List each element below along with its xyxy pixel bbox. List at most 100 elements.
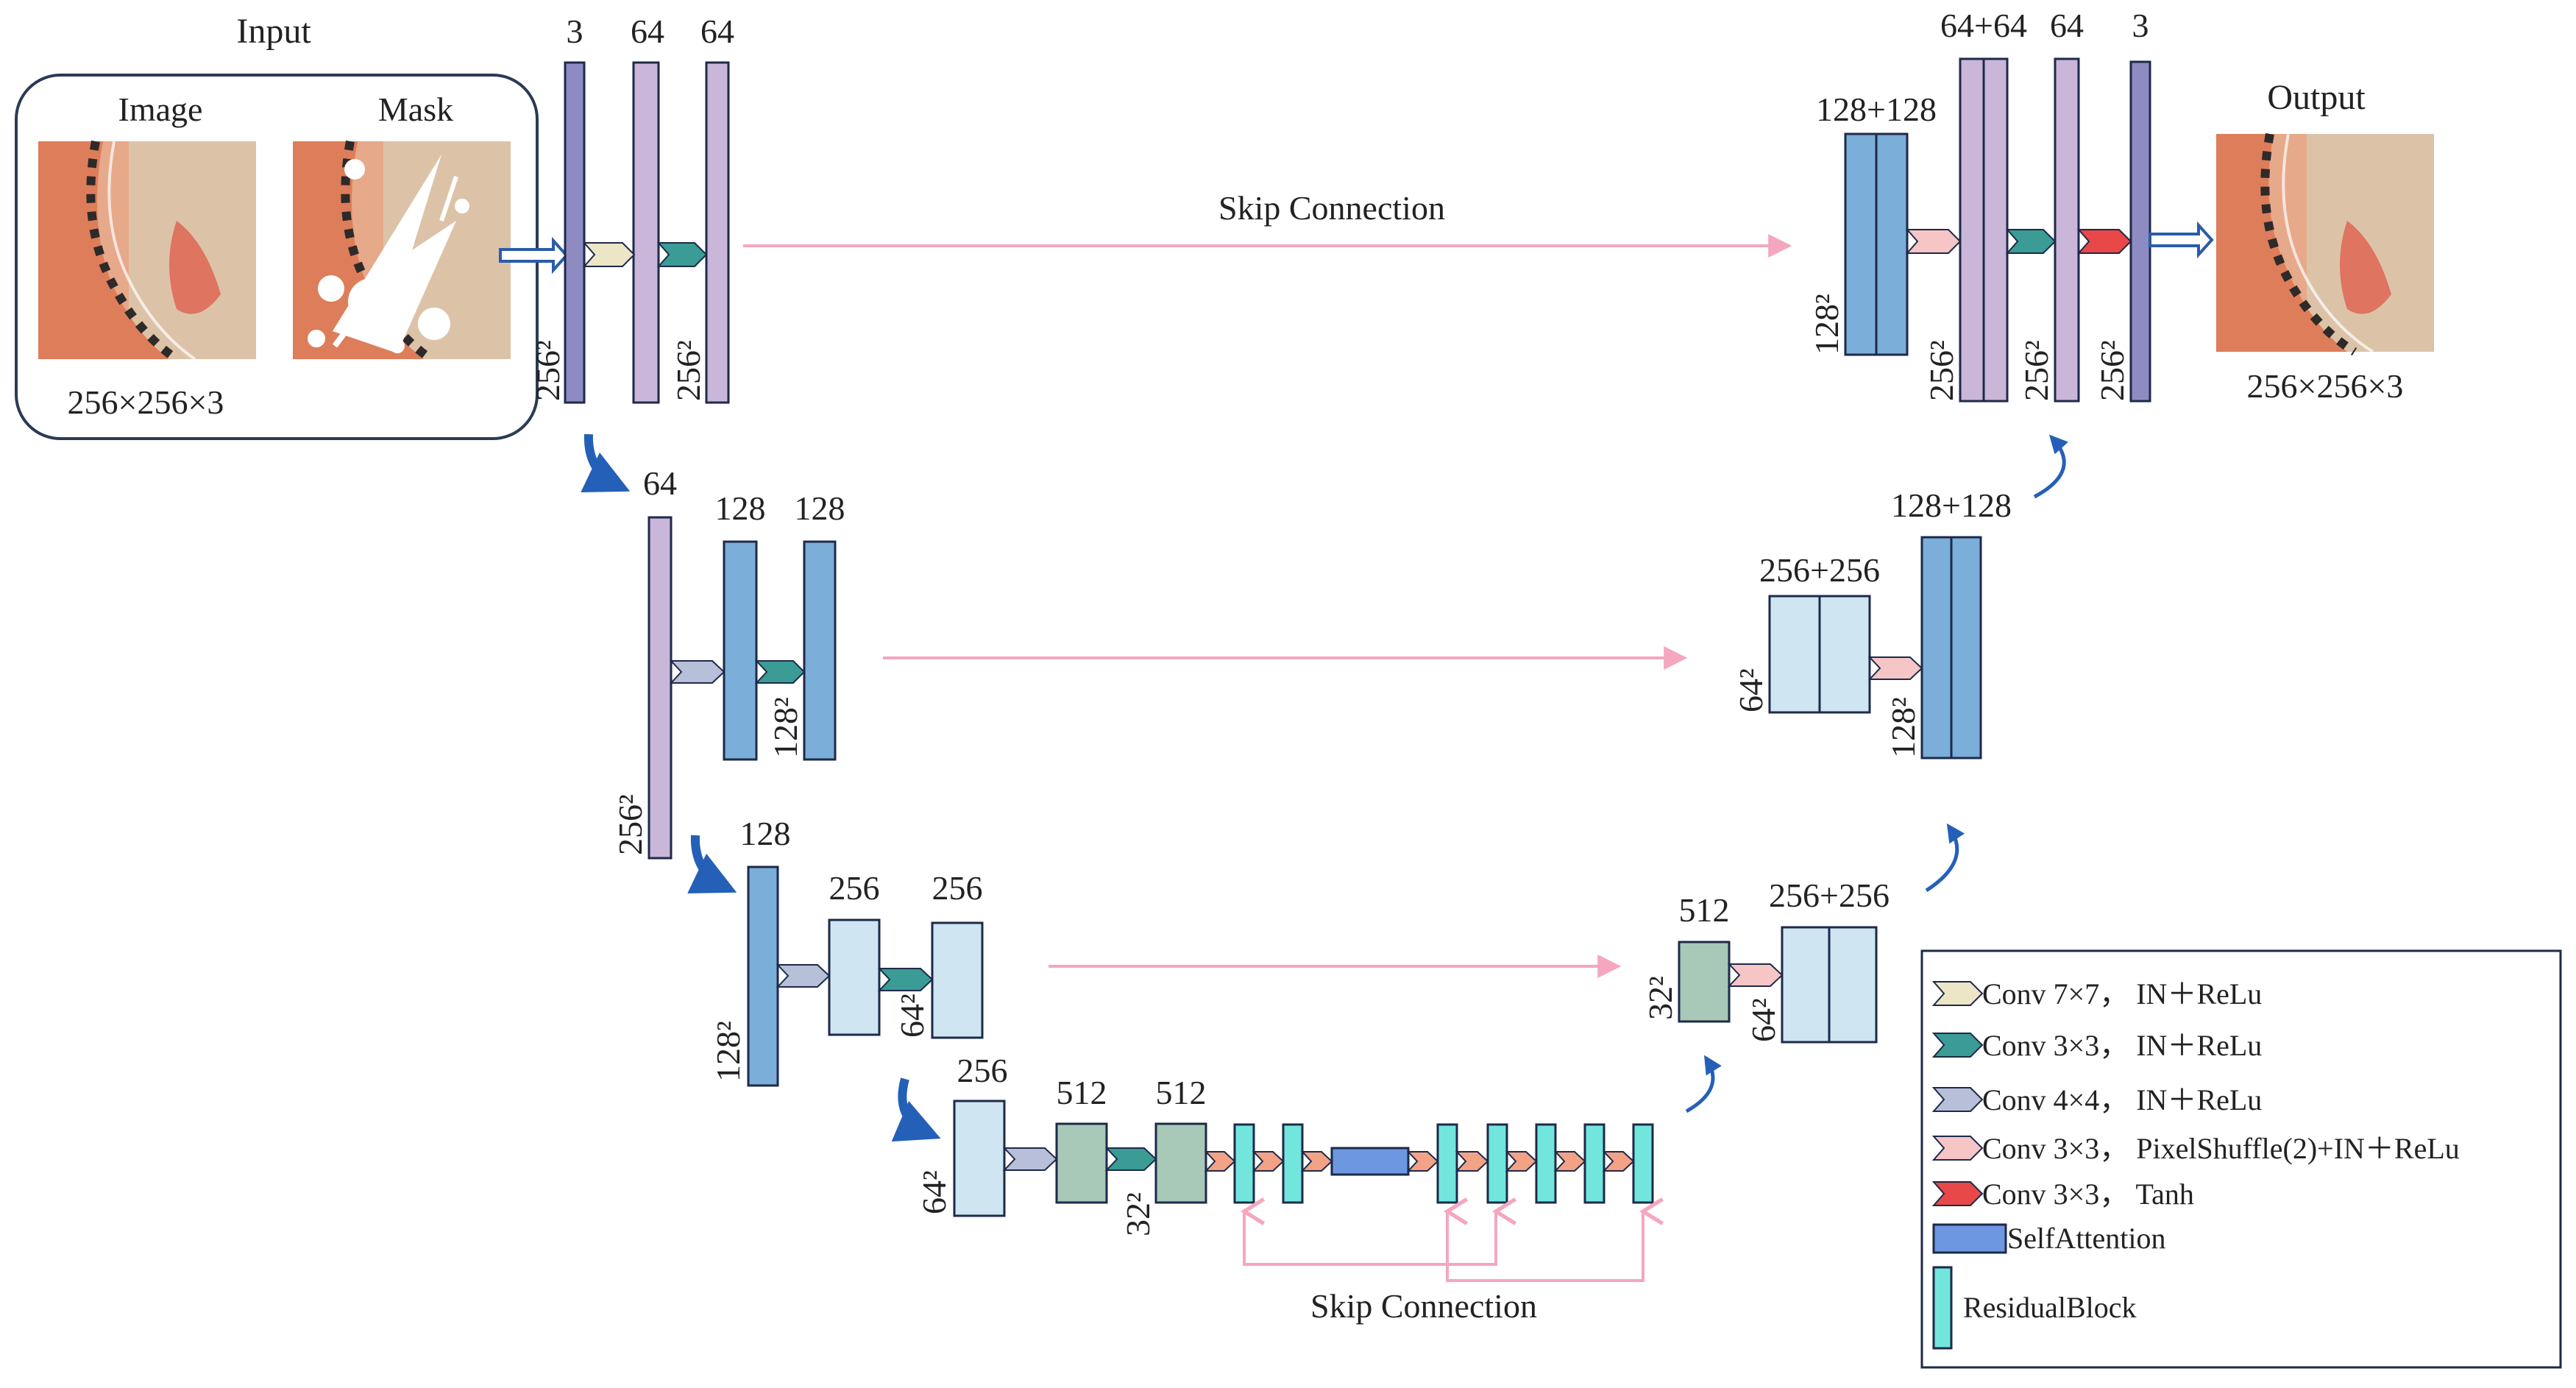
feature-map-64ch-d xyxy=(1959,57,1985,403)
feature-map-64ch-c xyxy=(647,516,673,860)
legend-label-conv4x4: Conv 4×4， IN＋ReLu xyxy=(1982,1083,2262,1116)
dec2-size-a: 64² xyxy=(1732,668,1770,712)
enc3-channel-256a: 256 xyxy=(829,869,880,907)
enc2-channel-128a: 128 xyxy=(715,489,766,527)
enc2-size-b: 128² xyxy=(767,697,804,758)
dec1-size-b: 256² xyxy=(1923,340,1960,401)
feature-map-512ch-b xyxy=(1154,1122,1207,1204)
salmon-chevron xyxy=(1252,1151,1285,1172)
salmon-chevron xyxy=(1553,1151,1586,1172)
enc2-channel-64: 64 xyxy=(643,464,677,502)
residual-block-2 xyxy=(1282,1123,1304,1204)
self-attention-block xyxy=(1330,1147,1410,1176)
downsample-arrow-3 xyxy=(891,1077,941,1142)
dec1-size-d: 256² xyxy=(2093,340,2131,401)
gray-chevron-icon xyxy=(1931,1087,1984,1112)
input-panel: Input Image Mask xyxy=(15,12,539,440)
encoder-level-3: 128 256 256 128² 64² xyxy=(709,815,984,1087)
legend-label-selfattention: SelfAttention xyxy=(2007,1222,2166,1255)
encoder-level-2: 64 128 128 256² 128² xyxy=(611,464,845,860)
dec2-channel-256x2: 256+256 xyxy=(1759,551,1880,589)
enc2-channel-128b: 128 xyxy=(795,489,845,527)
feature-map-64ch-f xyxy=(2054,57,2080,403)
mask-label: Mask xyxy=(378,91,453,128)
enc1-size-a: 256² xyxy=(529,340,567,401)
residual-block-3 xyxy=(1436,1123,1458,1204)
output-title: Output xyxy=(2267,78,2366,117)
feature-map-3ch-out xyxy=(2129,60,2151,403)
feature-map-64ch-a xyxy=(632,61,660,404)
feature-map-64ch-e xyxy=(1982,57,2009,403)
dec1-size-a: 128² xyxy=(1808,294,1845,355)
residual-block-5 xyxy=(1535,1123,1557,1204)
dec1-channel-64: 64 xyxy=(2050,7,2084,44)
network-to-output-arrow xyxy=(2149,221,2214,259)
enc3-size-a: 128² xyxy=(709,1021,747,1082)
dec3-channel-256x2: 256+256 xyxy=(1769,877,1890,914)
input-image-thumbnail xyxy=(38,140,256,363)
salmon-chevron xyxy=(1602,1151,1635,1172)
encoder-level-1: 3 64 64 256² 256² xyxy=(529,13,734,404)
skip-connection-top: Skip Connection xyxy=(743,189,1792,258)
enc1-channel-3: 3 xyxy=(567,13,583,50)
conv3x3-arrow xyxy=(877,968,934,991)
bottleneck-channel-256: 256 xyxy=(957,1052,1008,1089)
feature-map-256ch-b xyxy=(931,921,984,1039)
bottleneck-channel-512a: 512 xyxy=(1057,1074,1107,1111)
enc3-channel-256b: 256 xyxy=(932,869,983,907)
feature-map-128ch-g xyxy=(1875,132,1909,356)
feature-map-256ch-g xyxy=(1818,595,1871,714)
feature-map-256ch-d xyxy=(1781,926,1831,1044)
bottleneck-size-a: 64² xyxy=(915,1170,953,1214)
dec1-channel-3: 3 xyxy=(2132,7,2149,44)
salmon-chevron xyxy=(1300,1151,1333,1172)
legend-frame xyxy=(1920,949,2562,1369)
legend-label-residualblock: ResidualBlock xyxy=(1963,1291,2137,1324)
legend-label-conv3x3-relu: Conv 3×3， IN＋ReLu xyxy=(1982,1029,2262,1062)
salmon-chevron xyxy=(1406,1151,1439,1172)
dec3-size-a: 32² xyxy=(1642,976,1679,1020)
tanh-arrow xyxy=(2076,229,2132,254)
input-title: Input xyxy=(236,12,311,51)
residual-block-7 xyxy=(1632,1123,1654,1204)
conv7x7-arrow xyxy=(582,242,636,267)
feature-map-256ch-f xyxy=(1768,595,1821,714)
upsample-arrow-1 xyxy=(2033,434,2069,499)
salmon-chevron xyxy=(1505,1151,1538,1172)
legend-label-tanh: Conv 3×3， Tanh xyxy=(1982,1178,2194,1211)
dec1-channel-64x2: 64+64 xyxy=(1940,7,2027,44)
bottleneck-channel-512b: 512 xyxy=(1156,1074,1207,1111)
bottleneck-size-b: 32² xyxy=(1119,1192,1157,1236)
dec2-size-b: 128² xyxy=(1884,697,1922,758)
bottleneck-level: 256 512 512 64² 32² Skip Connection xyxy=(915,1052,1664,1325)
feature-map-128ch-a xyxy=(723,540,758,761)
residual-block-icon xyxy=(1932,1266,1953,1350)
residual-block-6 xyxy=(1583,1123,1605,1204)
input-mask-thumbnail xyxy=(293,140,511,363)
salmon-chevron xyxy=(1204,1151,1236,1172)
feature-map-128ch-e xyxy=(1950,536,1982,759)
pixelshuffle-arrow xyxy=(1905,229,1962,254)
legend-label-pixelshuffle: Conv 3×3， PixelShuffle(2)+IN＋ReLu xyxy=(1982,1132,2460,1165)
enc3-size-b: 64² xyxy=(893,994,931,1038)
legend: Conv 7×7， IN＋ReLu Conv 3×3， IN＋ReLu Conv… xyxy=(1920,949,2562,1369)
skip-connection-top-label: Skip Connection xyxy=(1218,189,1445,227)
enc2-size-a: 256² xyxy=(611,794,649,855)
dec2-channel-128x2: 128+128 xyxy=(1891,486,2012,524)
beige-chevron-icon xyxy=(1931,981,1984,1006)
dec3-size-b: 64² xyxy=(1745,998,1782,1042)
pixelshuffle-arrow xyxy=(1727,963,1784,987)
feature-map-128ch-c xyxy=(747,865,779,1087)
feature-map-128ch-d xyxy=(1920,536,1953,759)
image-label: Image xyxy=(118,91,203,128)
feature-map-64ch-b xyxy=(705,61,730,404)
feature-map-256ch-c xyxy=(953,1100,1006,1217)
feature-map-256ch-e xyxy=(1828,926,1878,1044)
conv3x3-arrow xyxy=(1104,1147,1157,1171)
salmon-chevron xyxy=(1455,1151,1489,1172)
pink-chevron-icon xyxy=(1931,1136,1984,1161)
conv4x4-arrow xyxy=(776,964,831,988)
enc1-channel-64a: 64 xyxy=(631,13,664,50)
dec1-channel-128x2: 128+128 xyxy=(1816,91,1937,128)
